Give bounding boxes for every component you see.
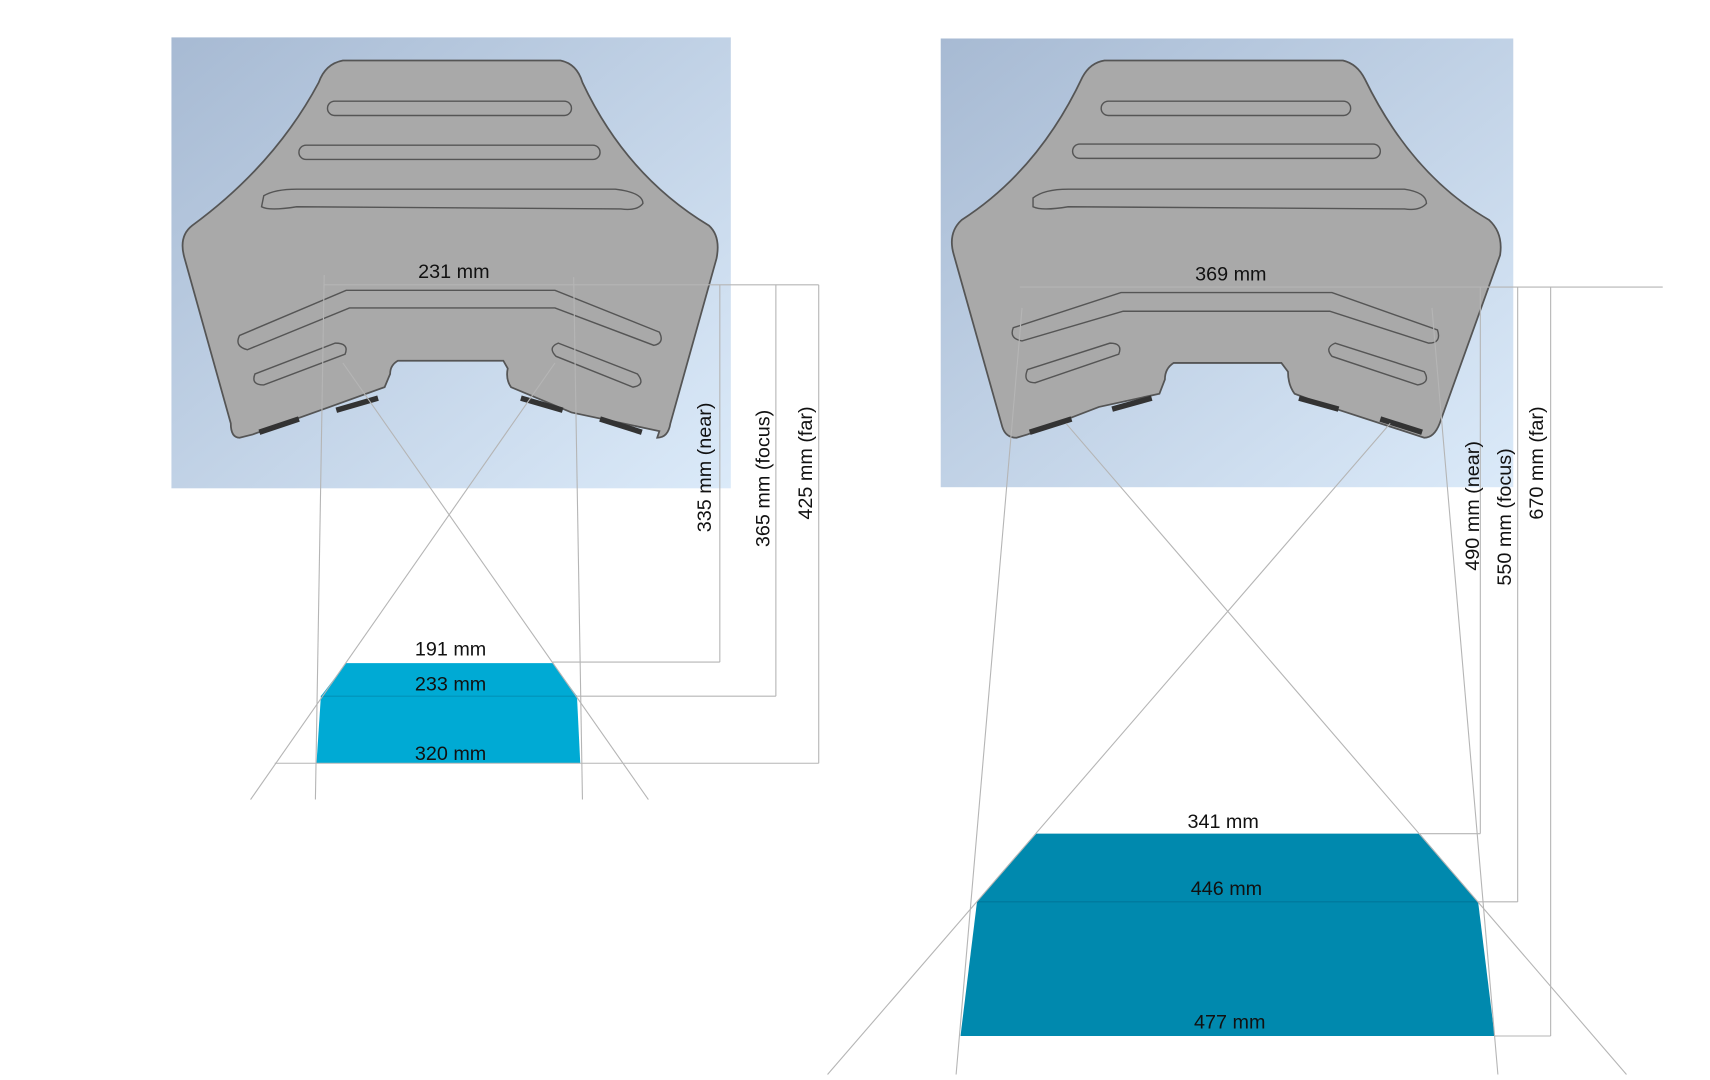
left-seat-shape <box>181 59 719 439</box>
right-far-distance-label: 670 mm (far) <box>1526 406 1548 519</box>
left-sensor-spacing-label: 231 mm <box>418 261 489 283</box>
right-far-width-label: 477 mm <box>1194 1011 1265 1033</box>
left-sensors <box>258 395 643 435</box>
left-configuration: 231 mm 191 mm 233 mm 320 mm 335 mm (near… <box>171 37 820 800</box>
left-fov-area <box>316 663 581 764</box>
left-seat-slots <box>237 100 662 388</box>
right-focus-distance-label: 550 mm (focus) <box>1494 448 1516 585</box>
right-sensor-spacing-label: 369 mm <box>1195 263 1266 285</box>
left-far-width-label: 320 mm <box>415 743 486 765</box>
right-focus-width-label: 446 mm <box>1191 878 1262 900</box>
left-near-distance-label: 335 mm (near) <box>694 403 716 533</box>
right-ray-lines <box>827 307 1627 1075</box>
right-fov-area <box>960 833 1495 1037</box>
right-near-width-label: 341 mm <box>1187 811 1258 833</box>
right-configuration: 369 mm 341 mm 446 mm 477 mm 490 mm (near… <box>827 38 1663 1075</box>
left-near-width-label: 191 mm <box>415 638 486 660</box>
right-seat-shape <box>951 59 1502 439</box>
left-far-distance-label: 425 mm (far) <box>795 406 817 519</box>
left-dimension-lines <box>274 284 820 764</box>
left-ray-lines <box>250 274 649 800</box>
right-dimension-lines <box>1019 286 1663 1037</box>
right-seat-slots <box>1011 100 1440 386</box>
left-focus-width-label: 233 mm <box>415 674 486 696</box>
left-fov-trapezoid <box>316 663 581 764</box>
left-focus-distance-label: 365 mm (focus) <box>752 410 774 547</box>
right-near-distance-label: 490 mm (near) <box>1462 441 1484 571</box>
right-sensors <box>1028 395 1423 435</box>
right-fov-trapezoid <box>960 833 1495 1037</box>
